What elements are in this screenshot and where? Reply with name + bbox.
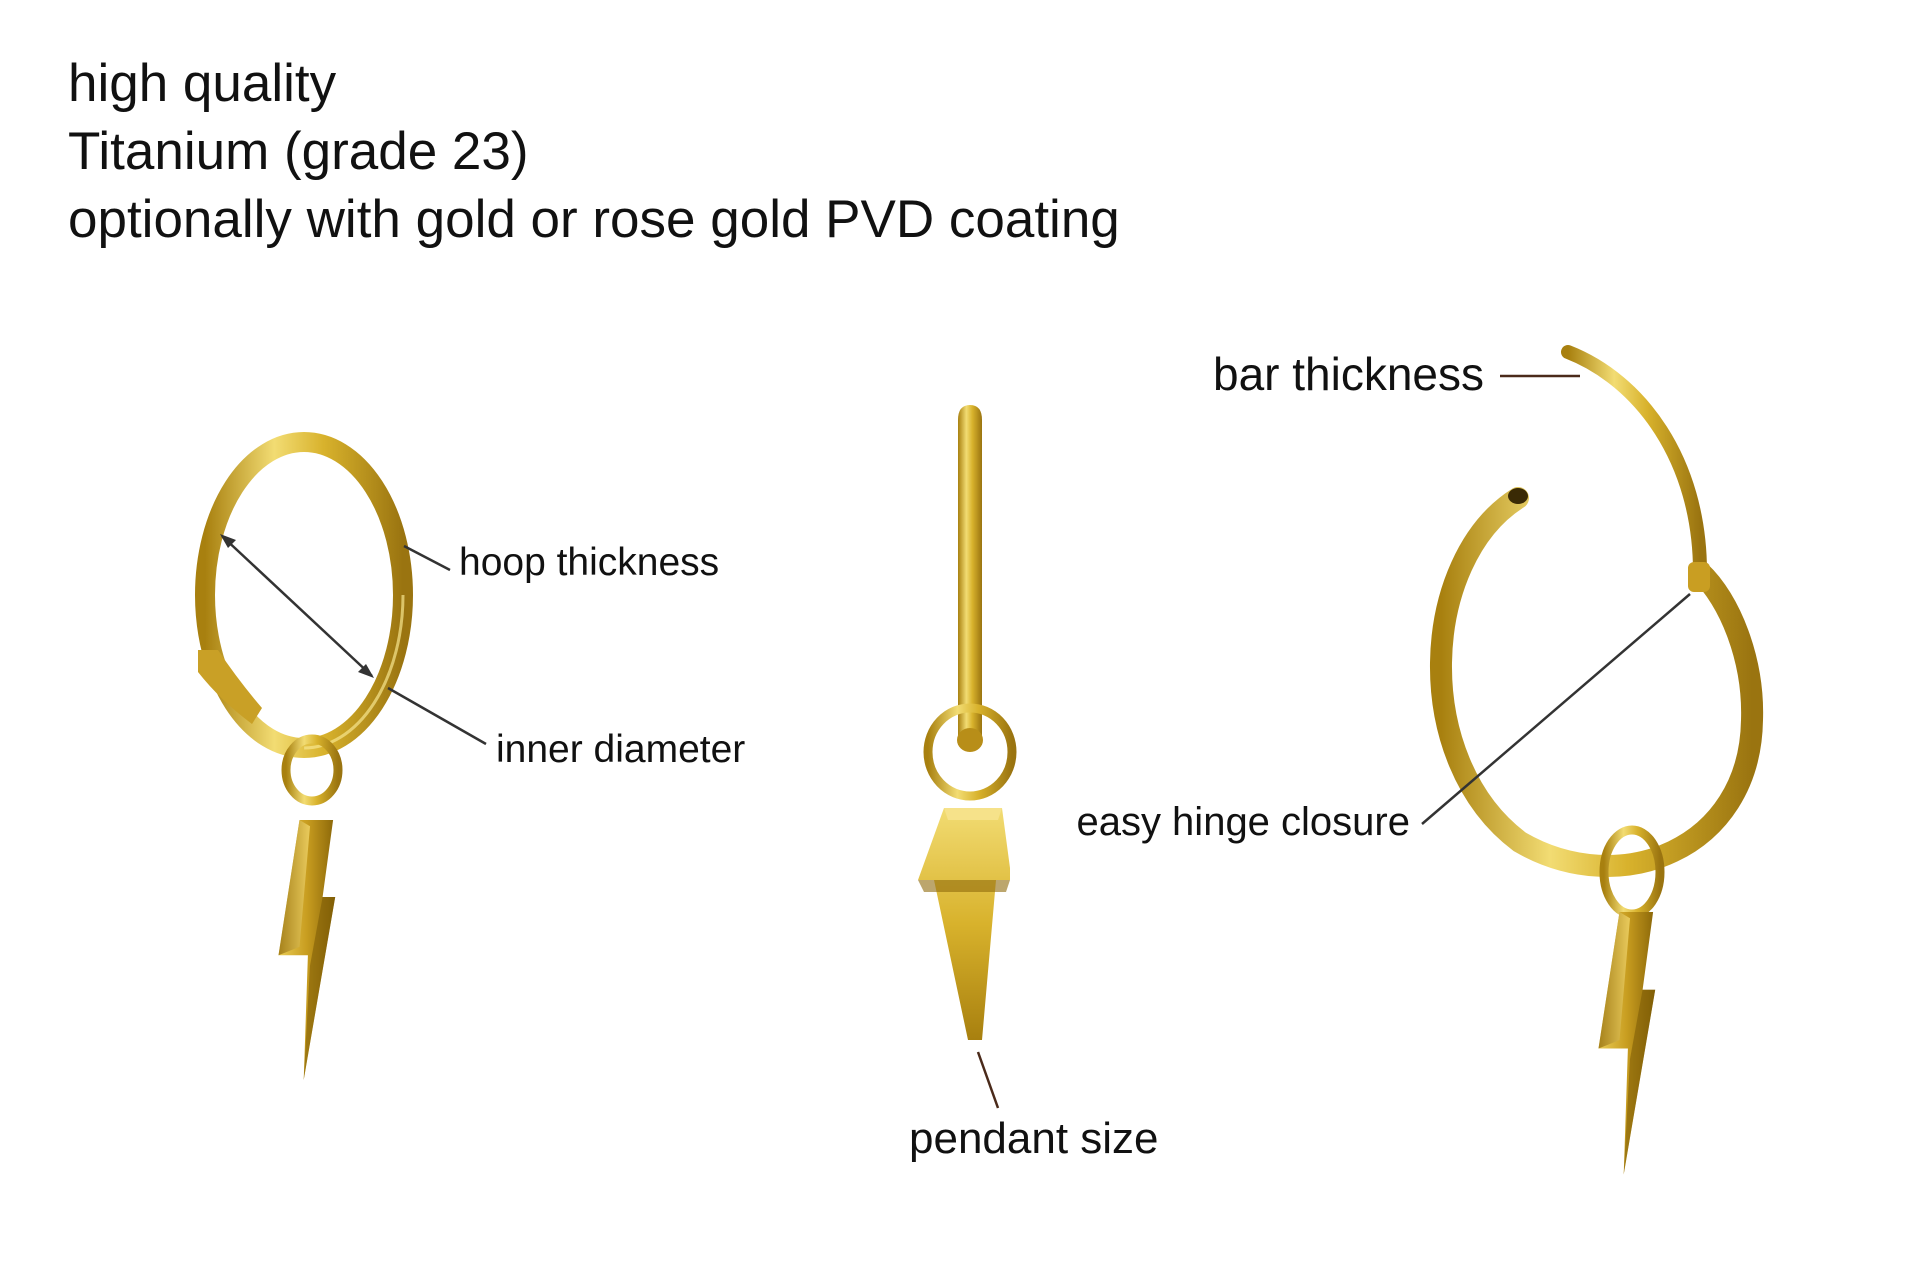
right-bolt-pendant xyxy=(1598,912,1656,1175)
inner-diameter-label: inner diameter xyxy=(496,728,745,771)
left-hoop-earring xyxy=(195,432,413,1080)
pendant-size-leader xyxy=(976,1051,1000,1109)
inner-diameter-arrowhead-top xyxy=(220,534,236,548)
bar-thickness-label: bar thickness xyxy=(1213,348,1484,400)
right-hinged-hoop-earring xyxy=(1430,345,1764,1175)
inner-diameter-arrowhead-bottom xyxy=(358,664,374,678)
center-bolt-pendant xyxy=(918,808,1010,1040)
inner-diameter-arrow xyxy=(221,535,373,677)
right-hoop-open-end xyxy=(1508,488,1528,504)
center-hoop-bar xyxy=(958,405,982,745)
left-hoop-highlight xyxy=(203,440,405,750)
easy-hinge-closure-label: easy hinge closure xyxy=(1076,800,1410,844)
right-hoop-upper-arc xyxy=(1561,345,1707,579)
hoop-thickness-leader xyxy=(403,544,451,572)
center-hoop-earring xyxy=(918,405,1017,1040)
center-jump-ring xyxy=(923,703,1017,801)
leader-lines xyxy=(220,374,1691,1109)
left-bolt-pendant xyxy=(278,820,336,1080)
left-jump-ring xyxy=(281,734,343,806)
inner-diameter-leader xyxy=(387,686,487,746)
heading-line-material: Titanium (grade 23) xyxy=(68,122,529,181)
left-hoop-sleeve xyxy=(198,650,262,724)
pendant-size-label: pendant size xyxy=(909,1114,1159,1163)
center-hoop-bottom xyxy=(957,728,983,752)
product-description: high quality Titanium (grade 23) optiona… xyxy=(68,50,1120,254)
heading-line-coating: optionally with gold or rose gold PVD co… xyxy=(68,190,1120,249)
heading-line-quality: high quality xyxy=(68,54,337,113)
right-hinge xyxy=(1688,562,1710,592)
hoop-thickness-label: hoop thickness xyxy=(459,541,719,584)
easy-hinge-leader xyxy=(1421,593,1691,825)
